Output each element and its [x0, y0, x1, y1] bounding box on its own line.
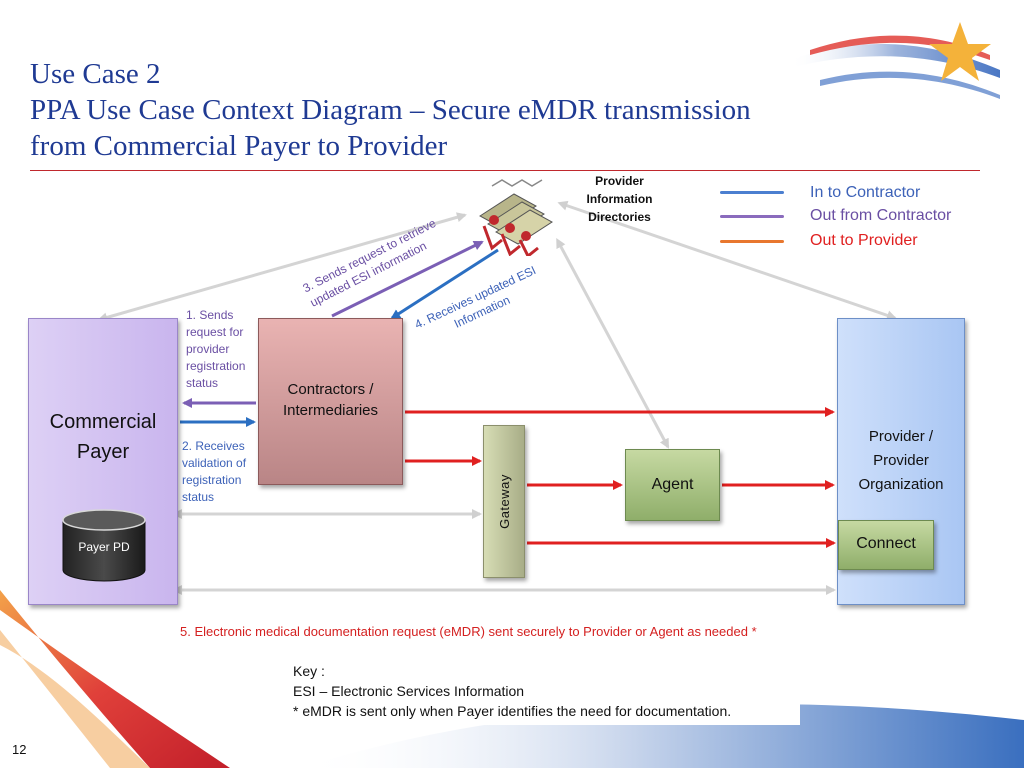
- agent-label: Agent: [651, 476, 694, 493]
- directories-label: Provider Information Directories: [572, 172, 667, 226]
- contractors-label: Contractors / Intermediaries: [283, 379, 378, 421]
- payer-label-line-1: Commercial: [49, 411, 157, 433]
- gateway-label: Gateway: [496, 474, 512, 529]
- key-line-2: * eMDR is sent only when Payer identifie…: [293, 703, 732, 719]
- commercial-payer-box: Commercial Payer: [28, 318, 178, 605]
- step-1-note: 1. Sends request for provider registrati…: [186, 307, 266, 392]
- step-1-line-1: 1. Sends: [186, 308, 234, 322]
- key-line-1: ESI – Electronic Services Information: [293, 683, 525, 699]
- gateway-box: Gateway: [483, 425, 525, 578]
- step-1-line-4: registration: [186, 359, 246, 373]
- database-cylinder-icon: [62, 509, 146, 582]
- step-2-line-3: registration: [182, 473, 242, 487]
- directories-label-line-3: Directories: [588, 210, 651, 224]
- step-2-line-2: validation of: [182, 456, 247, 470]
- star-logo-icon: [929, 22, 991, 81]
- provider-label-line-1: Provider /: [868, 428, 934, 445]
- step-2-note: 2. Receives validation of registration s…: [182, 438, 262, 506]
- key-heading: Key :: [293, 663, 325, 679]
- step-2-line-1: 2. Receives: [182, 439, 245, 453]
- page-number: 12: [12, 742, 27, 757]
- key-box: Key : ESI – Electronic Services Informat…: [282, 657, 800, 725]
- step-1-line-5: status: [186, 376, 219, 390]
- slide-title: Use Case 2 PPA Use Case Context Diagram …: [30, 56, 990, 164]
- connect-label: Connect: [856, 535, 916, 552]
- contractors-label-line-1: Contractors /: [287, 381, 374, 398]
- legend-line-out-from-contractor: [720, 215, 784, 218]
- provider-label: Provider / Provider Organization: [858, 425, 943, 497]
- directories-label-line-2: Information: [586, 192, 653, 206]
- connect-box: Connect: [838, 520, 934, 570]
- legend-label-out-to-provider: Out to Provider: [810, 232, 918, 249]
- legend-label-out-from-contractor: Out from Contractor: [810, 207, 952, 224]
- payer-label-line-2: Payer: [76, 441, 130, 463]
- contractors-intermediaries-box: Contractors / Intermediaries: [258, 318, 403, 485]
- legend-line-in-to-contractor: [720, 191, 784, 194]
- title-line-1: Use Case 2: [30, 58, 161, 90]
- step-1-line-2: request for: [186, 325, 244, 339]
- arrow-payer-directories: [97, 212, 467, 323]
- step-5-note: 5. Electronic medical documentation requ…: [180, 624, 757, 639]
- arrow-contractors-to-directories: [331, 240, 484, 318]
- payer-pd-label: Payer PD: [78, 540, 130, 554]
- server-stack-icon: [479, 179, 553, 256]
- provider-label-line-3: Organization: [858, 476, 944, 493]
- arrow-directories-agent: [556, 237, 670, 449]
- legend-label-in-to-contractor: In to Contractor: [810, 184, 921, 201]
- step-2-line-4: status: [182, 490, 215, 504]
- contractors-label-line-2: Intermediaries: [282, 402, 379, 419]
- title-line-2: PPA Use Case Context Diagram – Secure eM…: [30, 94, 751, 126]
- arrow-directories-provider: [557, 200, 897, 321]
- arrow-directories-to-contractors: [390, 248, 499, 320]
- title-divider: [30, 170, 980, 171]
- agent-box: Agent: [625, 449, 720, 521]
- provider-label-line-2: Provider: [873, 452, 929, 469]
- directories-label-line-1: Provider: [595, 174, 644, 188]
- step-1-line-3: provider: [186, 342, 230, 356]
- legend-line-out-to-provider: [720, 240, 784, 243]
- commercial-payer-label: Commercial Payer: [50, 407, 157, 467]
- title-line-3: from Commercial Payer to Provider: [30, 130, 448, 162]
